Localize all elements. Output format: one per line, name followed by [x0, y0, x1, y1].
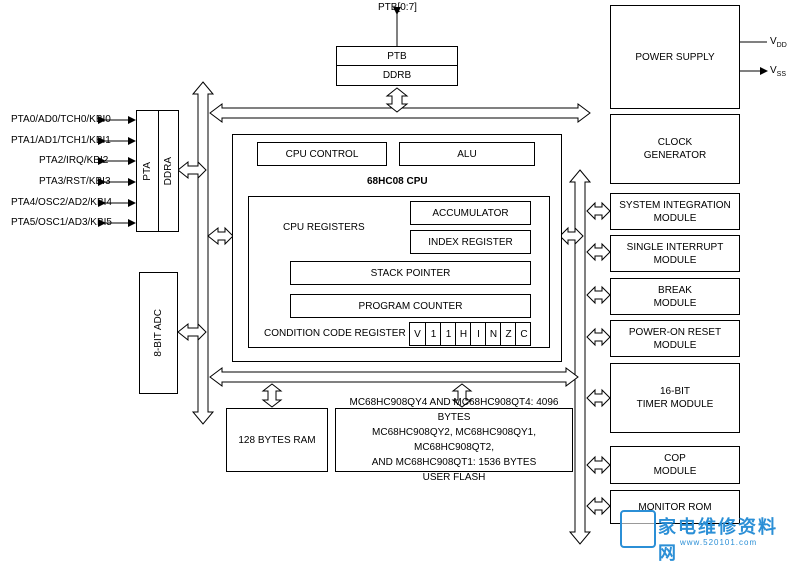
pta-pin-3: PTA3/RST/KBI3	[39, 176, 111, 187]
ddra-bus-connector	[177, 160, 207, 180]
ccr-bit-z: Z	[500, 323, 516, 345]
ddra-label: DDRA	[163, 156, 174, 186]
ccr-bit-c: C	[515, 323, 532, 345]
ccr-bit-1a: 1	[425, 323, 441, 345]
interrupt-label: SINGLE INTERRUPT MODULE	[626, 241, 724, 266]
index-register-block: INDEX REGISTER	[410, 230, 531, 254]
pta-pin-4: PTA4/OSC2/AD2/KBI4	[11, 197, 112, 208]
ccr-label: CONDITION CODE REGISTER	[264, 328, 406, 339]
right-vertical-bus	[568, 169, 592, 545]
cpu-registers-label: CPU REGISTERS	[283, 222, 365, 233]
ddra-block: DDRA	[158, 110, 179, 232]
stack-pointer-label: STACK POINTER	[370, 267, 451, 279]
pta-label: PTA	[142, 161, 153, 181]
cop-label: COP MODULE	[653, 453, 697, 477]
monitor-rom-label: MONITOR ROM	[638, 501, 712, 513]
pta-pin-0: PTA0/AD0/TCH0/KBI0	[11, 114, 111, 125]
ram-bus-connector	[261, 383, 283, 408]
watermark-logo	[620, 510, 656, 548]
cpu-left-connector	[207, 226, 234, 246]
timer-label: 16-BIT TIMER MODULE	[636, 386, 714, 410]
index-register-label: INDEX REGISTER	[428, 236, 513, 248]
cpu-control-label: CPU CONTROL	[285, 148, 359, 160]
ddrb-label: DDRB	[382, 70, 412, 81]
cpu-title: 68HC08 CPU	[367, 176, 428, 187]
ptb-block: PTB	[336, 46, 458, 66]
stack-pointer-block: STACK POINTER	[290, 261, 531, 285]
ram-block: 128 BYTES RAM	[226, 408, 328, 472]
cpu-right-connector	[559, 226, 584, 246]
accumulator-label: ACCUMULATOR	[432, 207, 509, 219]
ptb-label: PTB	[387, 50, 407, 62]
timer-block: 16-BIT TIMER MODULE	[610, 363, 740, 433]
sim-block: SYSTEM INTEGRATION MODULE	[610, 193, 740, 230]
vdd-label: VDD	[770, 36, 787, 49]
cop-block: COP MODULE	[610, 446, 740, 484]
watermark-url: www.520101.com	[680, 538, 758, 547]
ccr-bit-1b: 1	[440, 323, 456, 345]
top-horizontal-bus	[209, 103, 591, 123]
ddrb-bus-connector	[385, 87, 409, 113]
program-counter-block: PROGRAM COUNTER	[290, 294, 531, 318]
adc-block: 8-BIT ADC	[139, 272, 178, 394]
sim-label: SYSTEM INTEGRATION MODULE	[619, 199, 731, 224]
accumulator-block: ACCUMULATOR	[410, 201, 531, 225]
left-vertical-bus	[191, 81, 215, 425]
break-label: BREAK MODULE	[653, 284, 697, 309]
clock-generator-label: CLOCK GENERATOR	[643, 137, 707, 161]
vss-label: VSS	[770, 65, 787, 78]
pta-pin-arrows	[98, 116, 136, 227]
flash-bus-connector	[451, 383, 473, 408]
ccr-block: V 1 1 H I N Z C	[409, 322, 531, 346]
ccr-bit-v: V	[414, 328, 421, 340]
power-supply-block: POWER SUPPLY	[610, 5, 740, 109]
power-supply-label: POWER SUPPLY	[635, 51, 715, 63]
break-block: BREAK MODULE	[610, 278, 740, 315]
ddrb-block: DDRB	[336, 65, 458, 86]
ccr-bit-i: I	[470, 323, 486, 345]
adc-bus-connector	[177, 322, 207, 342]
pta-block: PTA	[136, 110, 159, 232]
ptb-bus-label: PTB[0:7]	[378, 2, 417, 13]
interrupt-block: SINGLE INTERRUPT MODULE	[610, 235, 740, 272]
adc-label: 8-BIT ADC	[153, 309, 164, 357]
ccr-bit-h: H	[455, 323, 471, 345]
pta-pin-5: PTA5/OSC1/AD3/KBI5	[11, 217, 112, 228]
alu-label: ALU	[457, 148, 477, 160]
flash-block: MC68HC908QY4 AND MC68HC908QT4: 4096 BYTE…	[335, 397, 573, 483]
cpu-control-block: CPU CONTROL	[257, 142, 387, 166]
flash-label: MC68HC908QY4 AND MC68HC908QT4: 4096 BYTE…	[349, 397, 559, 483]
pta-pin-1: PTA1/AD1/TCH1/KBI1	[11, 135, 111, 146]
module-bus-connectors	[586, 201, 611, 516]
pta-pin-2: PTA2/IRQ/KBI2	[39, 155, 109, 166]
por-block: POWER-ON RESET MODULE	[610, 320, 740, 357]
ram-label: 128 BYTES RAM	[238, 434, 316, 446]
alu-block: ALU	[399, 142, 535, 166]
bottom-horizontal-bus	[209, 367, 579, 387]
ccr-bit-n: N	[485, 323, 501, 345]
program-counter-label: PROGRAM COUNTER	[358, 300, 463, 312]
clock-generator-block: CLOCK GENERATOR	[610, 114, 740, 184]
por-label: POWER-ON RESET MODULE	[628, 326, 722, 351]
